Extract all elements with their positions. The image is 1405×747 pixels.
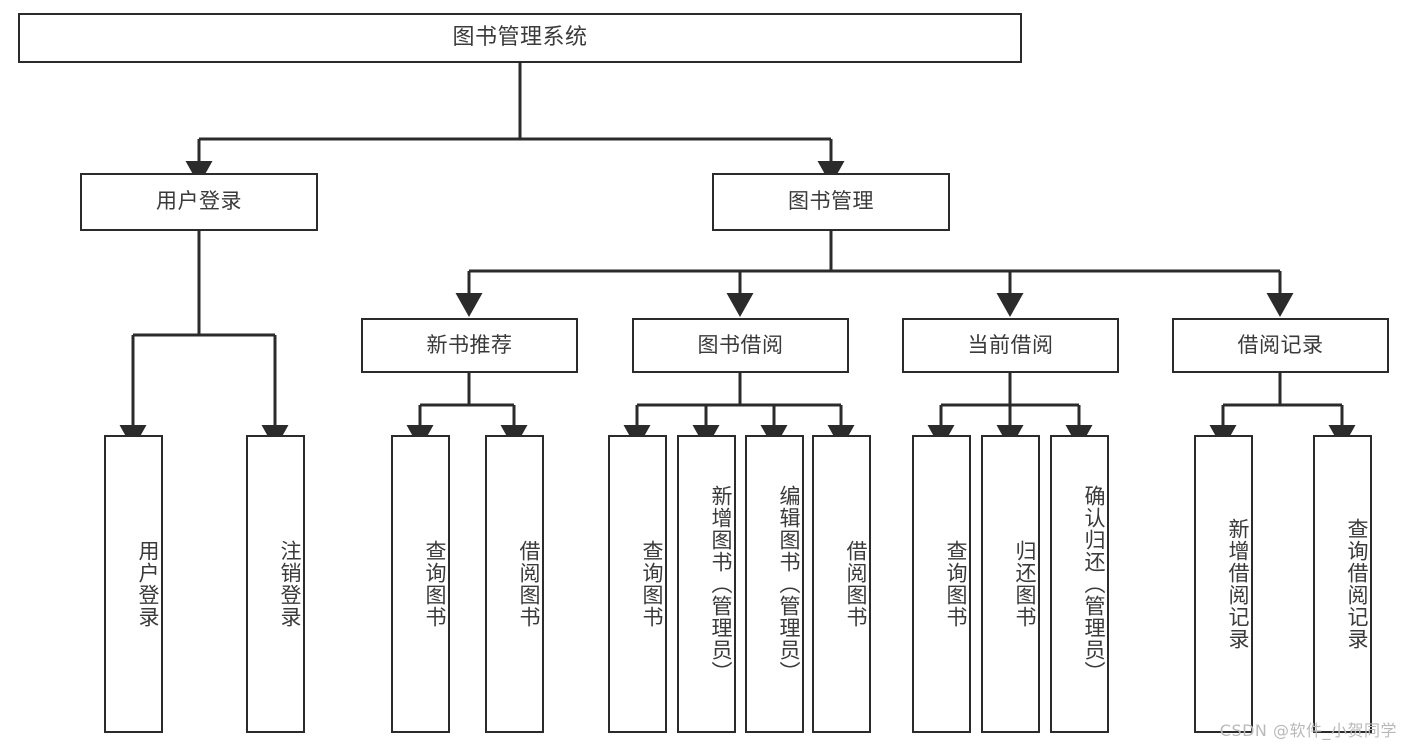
- leaf-borrow-book-2-label: 借阅图书: [844, 540, 868, 628]
- leaf-edit-book-label: 编辑图书（管理员）: [777, 485, 801, 683]
- node-book-manage-label: 图书管理: [788, 189, 874, 214]
- leaf-query-book-1[interactable]: 查询图书: [391, 435, 450, 733]
- node-current-borrow[interactable]: 当前借阅: [902, 318, 1119, 373]
- leaf-query-book-2-label: 查询图书: [640, 540, 664, 628]
- node-current-borrow-label: 当前借阅: [967, 332, 1054, 357]
- node-user-login-label: 用户登录: [156, 189, 242, 214]
- leaf-query-book-1-label: 查询图书: [423, 540, 447, 628]
- leaf-edit-book[interactable]: 编辑图书（管理员）: [745, 435, 804, 733]
- leaf-add-book[interactable]: 新增图书（管理员）: [677, 435, 736, 733]
- leaf-add-record[interactable]: 新增借阅记录: [1194, 435, 1253, 733]
- leaf-add-book-label: 新增图书（管理员）: [709, 485, 733, 683]
- leaf-logout-login[interactable]: 注销登录: [246, 435, 305, 733]
- node-new-book-recommend[interactable]: 新书推荐: [361, 318, 578, 373]
- leaf-user-login-label: 用户登录: [136, 540, 160, 628]
- leaf-query-book-2[interactable]: 查询图书: [608, 435, 667, 733]
- leaf-query-record[interactable]: 查询借阅记录: [1313, 435, 1372, 733]
- leaf-confirm-return-label: 确认归还（管理员）: [1082, 485, 1106, 683]
- node-book-manage[interactable]: 图书管理: [712, 173, 950, 231]
- leaf-query-book-3-label: 查询图书: [944, 540, 968, 628]
- node-borrow-record[interactable]: 借阅记录: [1172, 318, 1389, 373]
- leaf-add-record-label: 新增借阅记录: [1226, 518, 1250, 650]
- leaf-return-book[interactable]: 归还图书: [981, 435, 1040, 733]
- leaf-return-book-label: 归还图书: [1013, 540, 1037, 628]
- node-borrow-record-label: 借阅记录: [1237, 332, 1324, 357]
- leaf-confirm-return[interactable]: 确认归还（管理员）: [1050, 435, 1109, 733]
- leaf-borrow-book-2[interactable]: 借阅图书: [812, 435, 871, 733]
- leaf-borrow-book-1[interactable]: 借阅图书: [485, 435, 544, 733]
- leaf-query-record-label: 查询借阅记录: [1345, 518, 1369, 650]
- csdn-watermark: CSDN @软件_小贺同学: [1219, 721, 1397, 740]
- node-root[interactable]: 图书管理系统: [18, 13, 1022, 63]
- node-book-borrow[interactable]: 图书借阅: [632, 318, 849, 373]
- node-new-book-recommend-label: 新书推荐: [426, 332, 513, 357]
- node-book-borrow-label: 图书借阅: [697, 332, 784, 357]
- leaf-borrow-book-1-label: 借阅图书: [517, 540, 541, 628]
- leaf-query-book-3[interactable]: 查询图书: [912, 435, 971, 733]
- leaf-logout-login-label: 注销登录: [278, 540, 302, 628]
- node-root-label: 图书管理系统: [452, 24, 588, 50]
- node-user-login[interactable]: 用户登录: [80, 173, 318, 231]
- leaf-user-login[interactable]: 用户登录: [104, 435, 163, 733]
